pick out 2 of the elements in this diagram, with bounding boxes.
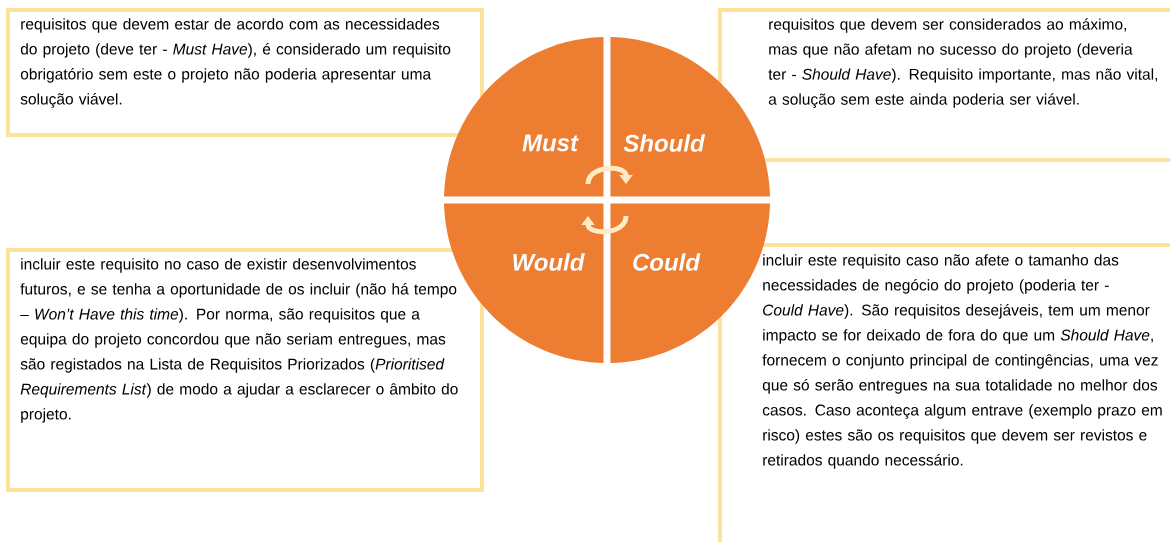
description-box: requisitos que devem estar de acordo com as necessidades do projeto (deve ter - Must Have), é considerado um requisito obrigatório sem este o projeto não poderia apresentar uma solução viável.: [6, 8, 484, 137]
description-box: incluir este requisito no caso de existir desenvolvimentos futuros, e se tenha a oportunidade de os incluir (não há tempo – Won’t Have this time). Por norma, são requisitos que a equipa do projeto concordou que não seriam entregues, mas são registados na Lista de Requisitos Priorizados (Prioritised Requirements List) de modo a ajudar a esclarecer o âmbito do projeto.: [6, 248, 484, 492]
